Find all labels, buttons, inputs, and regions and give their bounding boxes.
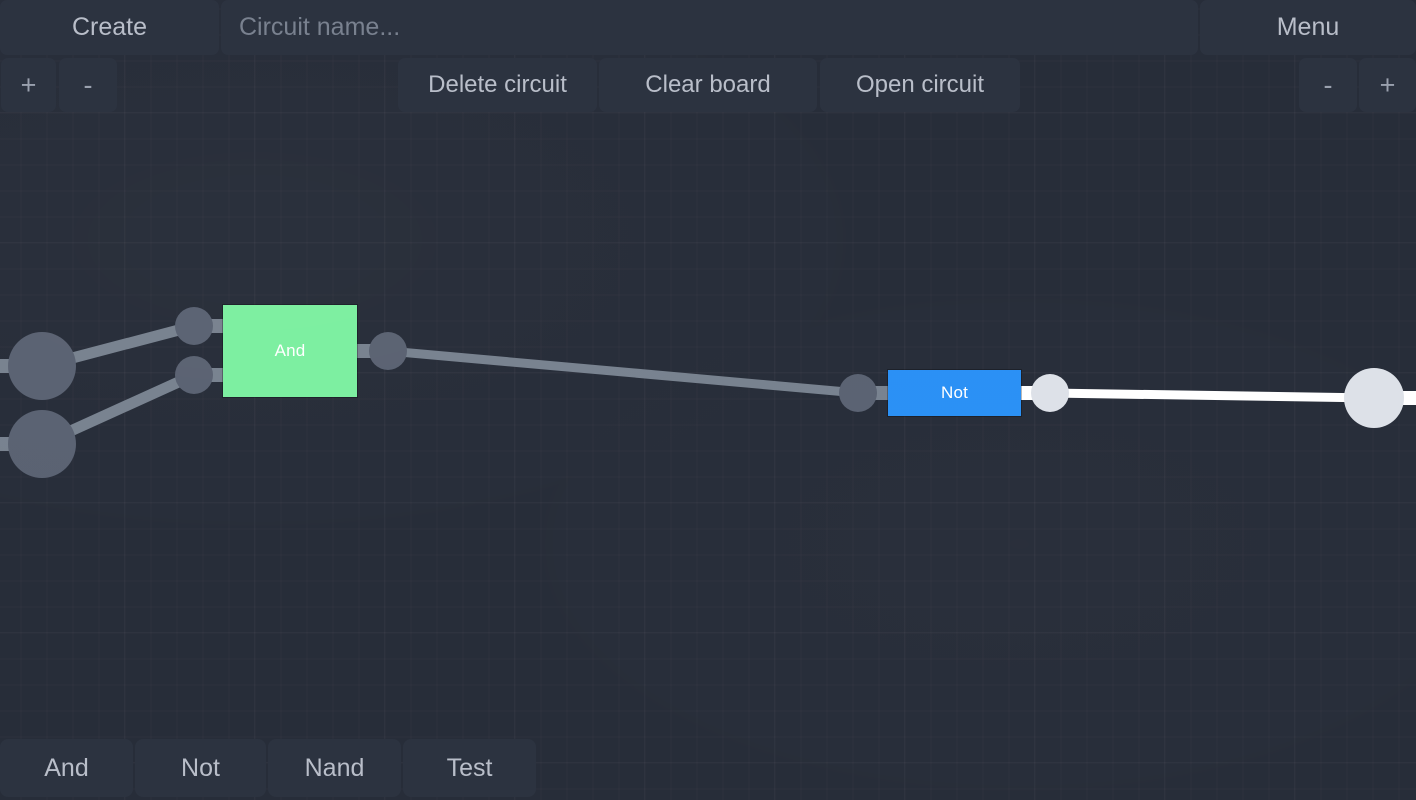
zoom-in-right-button[interactable]: + bbox=[1359, 58, 1416, 112]
circuit-node-input[interactable] bbox=[8, 332, 76, 400]
clear-board-button[interactable]: Clear board bbox=[599, 58, 817, 112]
top-bar: Create Menu bbox=[0, 0, 1416, 57]
circuit-node-output[interactable] bbox=[1344, 368, 1404, 428]
circuit-node-gate-output[interactable] bbox=[1031, 374, 1069, 412]
zoom-in-left-button[interactable]: + bbox=[1, 58, 56, 112]
create-button[interactable]: Create bbox=[0, 0, 219, 55]
zoom-out-left-button[interactable]: - bbox=[59, 58, 117, 112]
gate-and[interactable]: And bbox=[223, 305, 357, 397]
circuit-name-input[interactable] bbox=[221, 0, 1198, 55]
secondary-toolbar: + - Delete circuit Clear board Open circ… bbox=[0, 58, 1416, 112]
open-circuit-button[interactable]: Open circuit bbox=[820, 58, 1020, 112]
circuit-node-gate-input[interactable] bbox=[175, 356, 213, 394]
palette-item-and[interactable]: And bbox=[0, 739, 133, 797]
palette-item-nand[interactable]: Nand bbox=[268, 739, 401, 797]
circuit-node-input[interactable] bbox=[8, 410, 76, 478]
wire[interactable] bbox=[387, 346, 859, 398]
gate-palette: And Not Nand Test bbox=[0, 736, 1416, 800]
wire[interactable] bbox=[1049, 388, 1375, 403]
zoom-out-right-button[interactable]: - bbox=[1299, 58, 1357, 112]
circuit-node-gate-input[interactable] bbox=[839, 374, 877, 412]
palette-item-not[interactable]: Not bbox=[135, 739, 266, 797]
menu-button[interactable]: Menu bbox=[1200, 0, 1416, 55]
delete-circuit-button[interactable]: Delete circuit bbox=[398, 58, 597, 112]
gate-not[interactable]: Not bbox=[888, 370, 1021, 416]
circuit-node-gate-output[interactable] bbox=[369, 332, 407, 370]
circuit-node-gate-input[interactable] bbox=[175, 307, 213, 345]
palette-item-test[interactable]: Test bbox=[403, 739, 536, 797]
